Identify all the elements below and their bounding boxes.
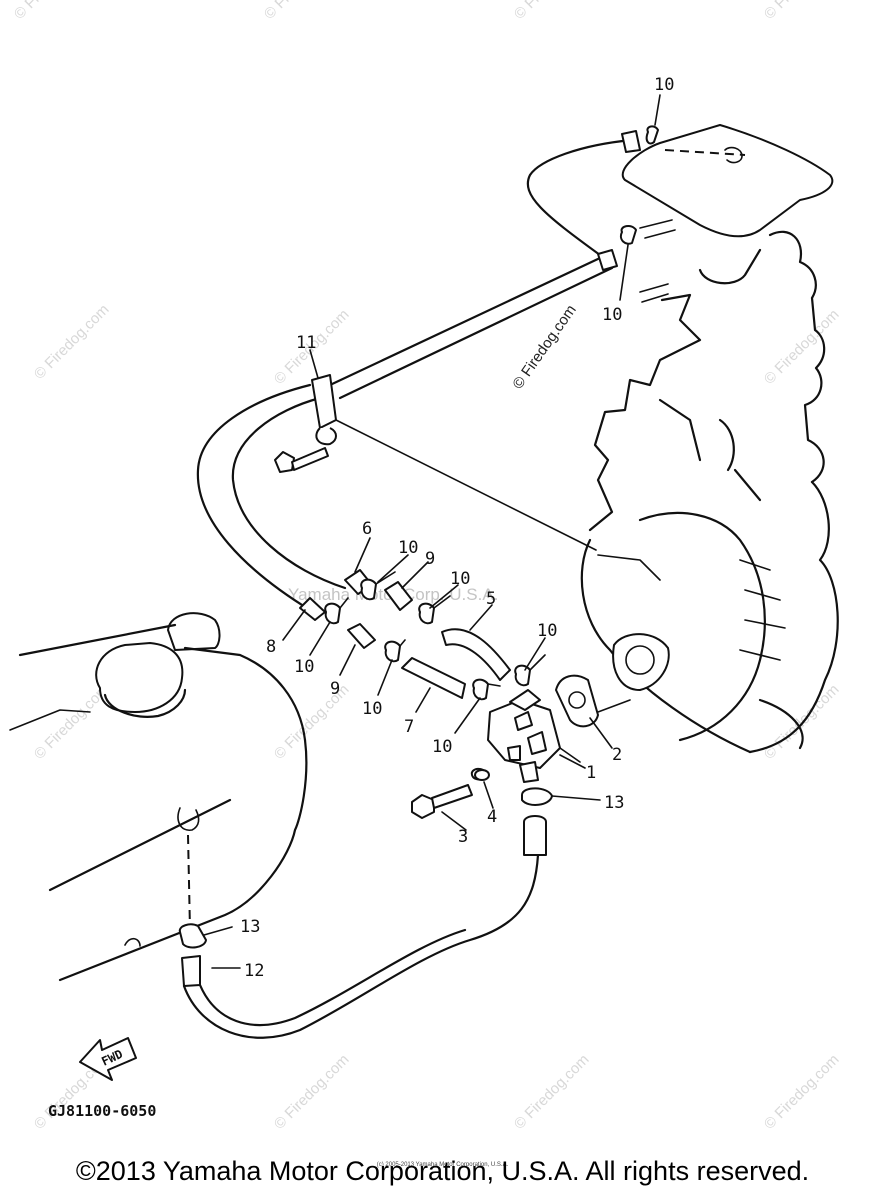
callout-1: 1 bbox=[586, 763, 596, 783]
clamps-top bbox=[620, 125, 659, 245]
callout-12: 12 bbox=[244, 961, 264, 981]
watermark: © Firedog.com bbox=[31, 301, 113, 383]
hose-12 bbox=[178, 815, 547, 1039]
callout-11: 11 bbox=[296, 333, 316, 353]
watermark: © Firedog.com bbox=[511, 1051, 593, 1133]
copyright-notice: ©2013 Yamaha Motor Corporation, U.S.A. A… bbox=[75, 1156, 810, 1186]
clamp-13 bbox=[521, 787, 601, 806]
callout-10: 10 bbox=[602, 305, 622, 325]
callout-2: 2 bbox=[612, 745, 622, 765]
callout-10: 10 bbox=[450, 569, 470, 589]
gasket-2 bbox=[555, 633, 670, 728]
watermark: © Firedog.com bbox=[271, 681, 353, 763]
vent-hose bbox=[196, 130, 641, 612]
engine-outline bbox=[580, 230, 839, 754]
callout-8: 8 bbox=[266, 637, 276, 657]
callout-10: 10 bbox=[432, 737, 452, 757]
callout-10: 10 bbox=[537, 621, 557, 641]
callout-9: 9 bbox=[330, 679, 340, 699]
callout-10: 10 bbox=[362, 699, 382, 719]
top-plate bbox=[621, 124, 834, 303]
washer-4 bbox=[474, 769, 490, 781]
watermark: © Firedog.com bbox=[271, 1051, 353, 1133]
callout-5: 5 bbox=[486, 589, 496, 609]
dashed-guide bbox=[187, 834, 191, 931]
callout-10: 10 bbox=[398, 538, 418, 558]
hose-7 bbox=[401, 657, 466, 699]
callout-10: 10 bbox=[654, 75, 674, 95]
hose-5 bbox=[441, 628, 511, 681]
callout-4: 4 bbox=[487, 807, 497, 827]
fwd-arrow-icon: FWD bbox=[79, 1037, 137, 1081]
callout-13: 13 bbox=[240, 917, 260, 937]
callout-3: 3 bbox=[458, 827, 468, 847]
diagram-code: GJ81100-6050 bbox=[48, 1102, 156, 1120]
fine-print: (c) 2005-2013 Yamaha Motor Corporation, … bbox=[376, 1162, 509, 1168]
callout-7: 7 bbox=[404, 717, 414, 737]
watermark: © Firedog.com bbox=[761, 306, 843, 388]
fuel-cock-1 bbox=[470, 689, 581, 783]
watermark: © Firedog.com bbox=[761, 0, 843, 23]
watermark: © Firedog.com bbox=[261, 0, 343, 23]
clamps-10 bbox=[324, 571, 546, 701]
filter-9 bbox=[347, 581, 413, 649]
callout-10: 10 bbox=[294, 657, 314, 677]
watermark: © Firedog.com bbox=[761, 1051, 843, 1133]
callout-9: 9 bbox=[425, 549, 435, 569]
callouts: 10 10 11 6 10 9 10 5 10 8 10 9 10 7 10 2… bbox=[211, 75, 674, 981]
leader-lines bbox=[282, 94, 661, 831]
callout-13: 13 bbox=[604, 793, 624, 813]
callout-6: 6 bbox=[362, 519, 372, 539]
watermark: © Firedog.com bbox=[761, 681, 843, 763]
watermark: © Firedog.com bbox=[511, 0, 593, 23]
bracket-11 bbox=[274, 374, 597, 551]
tank bbox=[9, 612, 308, 982]
bolt-3 bbox=[411, 784, 473, 819]
watermark: © Firedog.com bbox=[11, 0, 93, 23]
watermark: © Firedog.com bbox=[509, 302, 579, 393]
